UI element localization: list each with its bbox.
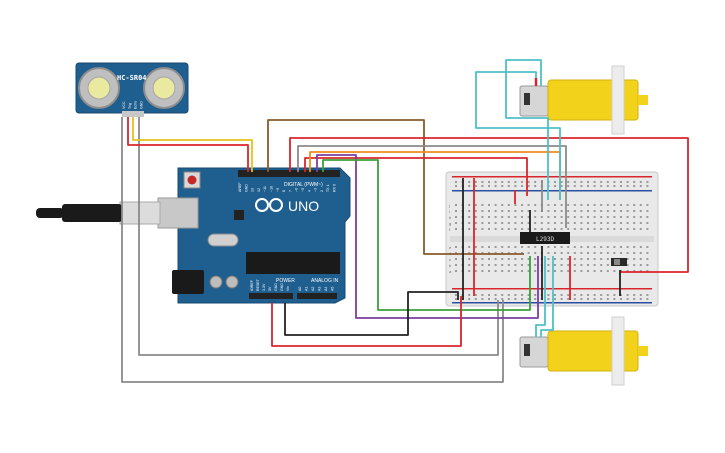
pin-label: A0 xyxy=(298,287,302,291)
wire-motor-bottom-a xyxy=(535,256,546,337)
pin-label: ~3 xyxy=(314,188,318,192)
pin-label: VCC xyxy=(122,101,126,109)
usb-cable xyxy=(36,201,161,225)
digital-header-label: DIGITAL (PWM~) xyxy=(284,182,323,188)
pin-label: A2 xyxy=(311,287,315,291)
dc-motor-top[interactable] xyxy=(519,65,648,135)
power-rail-negative-bottom xyxy=(452,302,652,304)
driver-chip-label: L293D xyxy=(536,236,554,243)
usb-port xyxy=(157,197,199,229)
pin-label: ~6 xyxy=(295,188,299,192)
wire-sensor-trig xyxy=(132,117,253,172)
wire-red-long xyxy=(289,137,689,273)
pin-label: GND xyxy=(274,283,278,291)
pin-label: A5 xyxy=(331,287,335,291)
pin-label: Vin xyxy=(286,286,290,291)
wire-motor-top-a xyxy=(475,71,561,200)
wire-gray xyxy=(297,145,567,228)
pin-label: Echo xyxy=(134,101,138,109)
pin-label: A1 xyxy=(305,287,309,291)
power-rail-positive-bottom xyxy=(452,288,652,290)
row-letter: h xyxy=(449,215,451,220)
wire-motor-bottom-b xyxy=(540,256,554,337)
sensor-pin-header xyxy=(122,111,144,117)
wire-motor-top-b xyxy=(505,59,549,200)
analog-label: ANALOG IN xyxy=(311,278,339,284)
pin-label: 5V xyxy=(268,286,272,291)
row-letter: g xyxy=(449,221,451,226)
crystal-oscillator xyxy=(207,233,239,247)
wire-green xyxy=(322,159,531,311)
pin-label: Trig xyxy=(128,103,132,109)
power-rail-positive-top xyxy=(452,176,652,178)
wire-purple xyxy=(316,154,539,319)
motor-shaft xyxy=(611,316,625,386)
usb-chip xyxy=(234,210,244,220)
pin-label: 3.3V xyxy=(262,283,266,291)
arduino-brand: UNO xyxy=(288,198,319,214)
atmega-chip xyxy=(246,252,340,274)
pin-label: 8 xyxy=(282,190,286,192)
pin-label: ~5 xyxy=(301,188,305,192)
row-letter: b xyxy=(449,263,452,268)
wire-sensor-echo xyxy=(127,117,249,172)
wire-sensor-gnd xyxy=(121,117,504,383)
wires xyxy=(121,59,689,383)
l293d-driver[interactable]: L293D xyxy=(520,232,570,244)
pin-label: 4 xyxy=(307,190,311,192)
wire-5v-red xyxy=(271,296,462,347)
slide-switch[interactable] xyxy=(611,258,627,266)
pin-label: 2 xyxy=(320,190,324,192)
row-letter: j xyxy=(448,203,450,208)
pin-label: RX 0 xyxy=(333,184,337,192)
power-rail-negative-top xyxy=(452,190,652,192)
wire-brown xyxy=(267,119,524,255)
pin-label: GND xyxy=(280,283,284,291)
motor-shaft xyxy=(611,65,625,135)
capacitor xyxy=(209,275,223,289)
pin-label: A4 xyxy=(324,287,328,291)
reset-button[interactable] xyxy=(187,175,197,185)
pin-label: 12 xyxy=(257,188,261,192)
power-header xyxy=(249,293,293,299)
arduino-logo xyxy=(255,198,283,212)
pin-label: RESET xyxy=(256,278,260,291)
pin-label: GND xyxy=(244,184,248,192)
pin-label: 7 xyxy=(288,190,292,192)
wire-sensor-vcc xyxy=(138,117,499,356)
pin-label: ~10 xyxy=(270,186,274,192)
pin-label: IOREF xyxy=(250,279,254,291)
pin-label: GND xyxy=(139,101,143,109)
capacitor xyxy=(225,275,239,289)
row-letter: i xyxy=(449,209,450,214)
digital-header xyxy=(238,170,340,177)
row-letter: e xyxy=(449,245,452,250)
wire-gnd-black xyxy=(284,291,459,336)
pin-label: ~11 xyxy=(263,186,267,192)
row-letter: c xyxy=(449,257,451,262)
pin-label: TX 1 xyxy=(326,184,330,192)
pin-label: A3 xyxy=(318,287,322,291)
row-letter: a xyxy=(449,269,452,274)
row-letter: f xyxy=(449,227,451,232)
pin-label: ~9 xyxy=(276,188,280,192)
power-label: POWER xyxy=(276,278,295,284)
pin-label: 13 xyxy=(251,188,255,192)
power-jack xyxy=(172,270,204,294)
sensor-model-label: HC-SR04 xyxy=(117,74,147,82)
dc-motor-bottom[interactable] xyxy=(519,316,648,386)
pin-label: AREF xyxy=(238,182,242,192)
analog-header xyxy=(297,293,337,299)
wire-red-short xyxy=(304,157,528,196)
